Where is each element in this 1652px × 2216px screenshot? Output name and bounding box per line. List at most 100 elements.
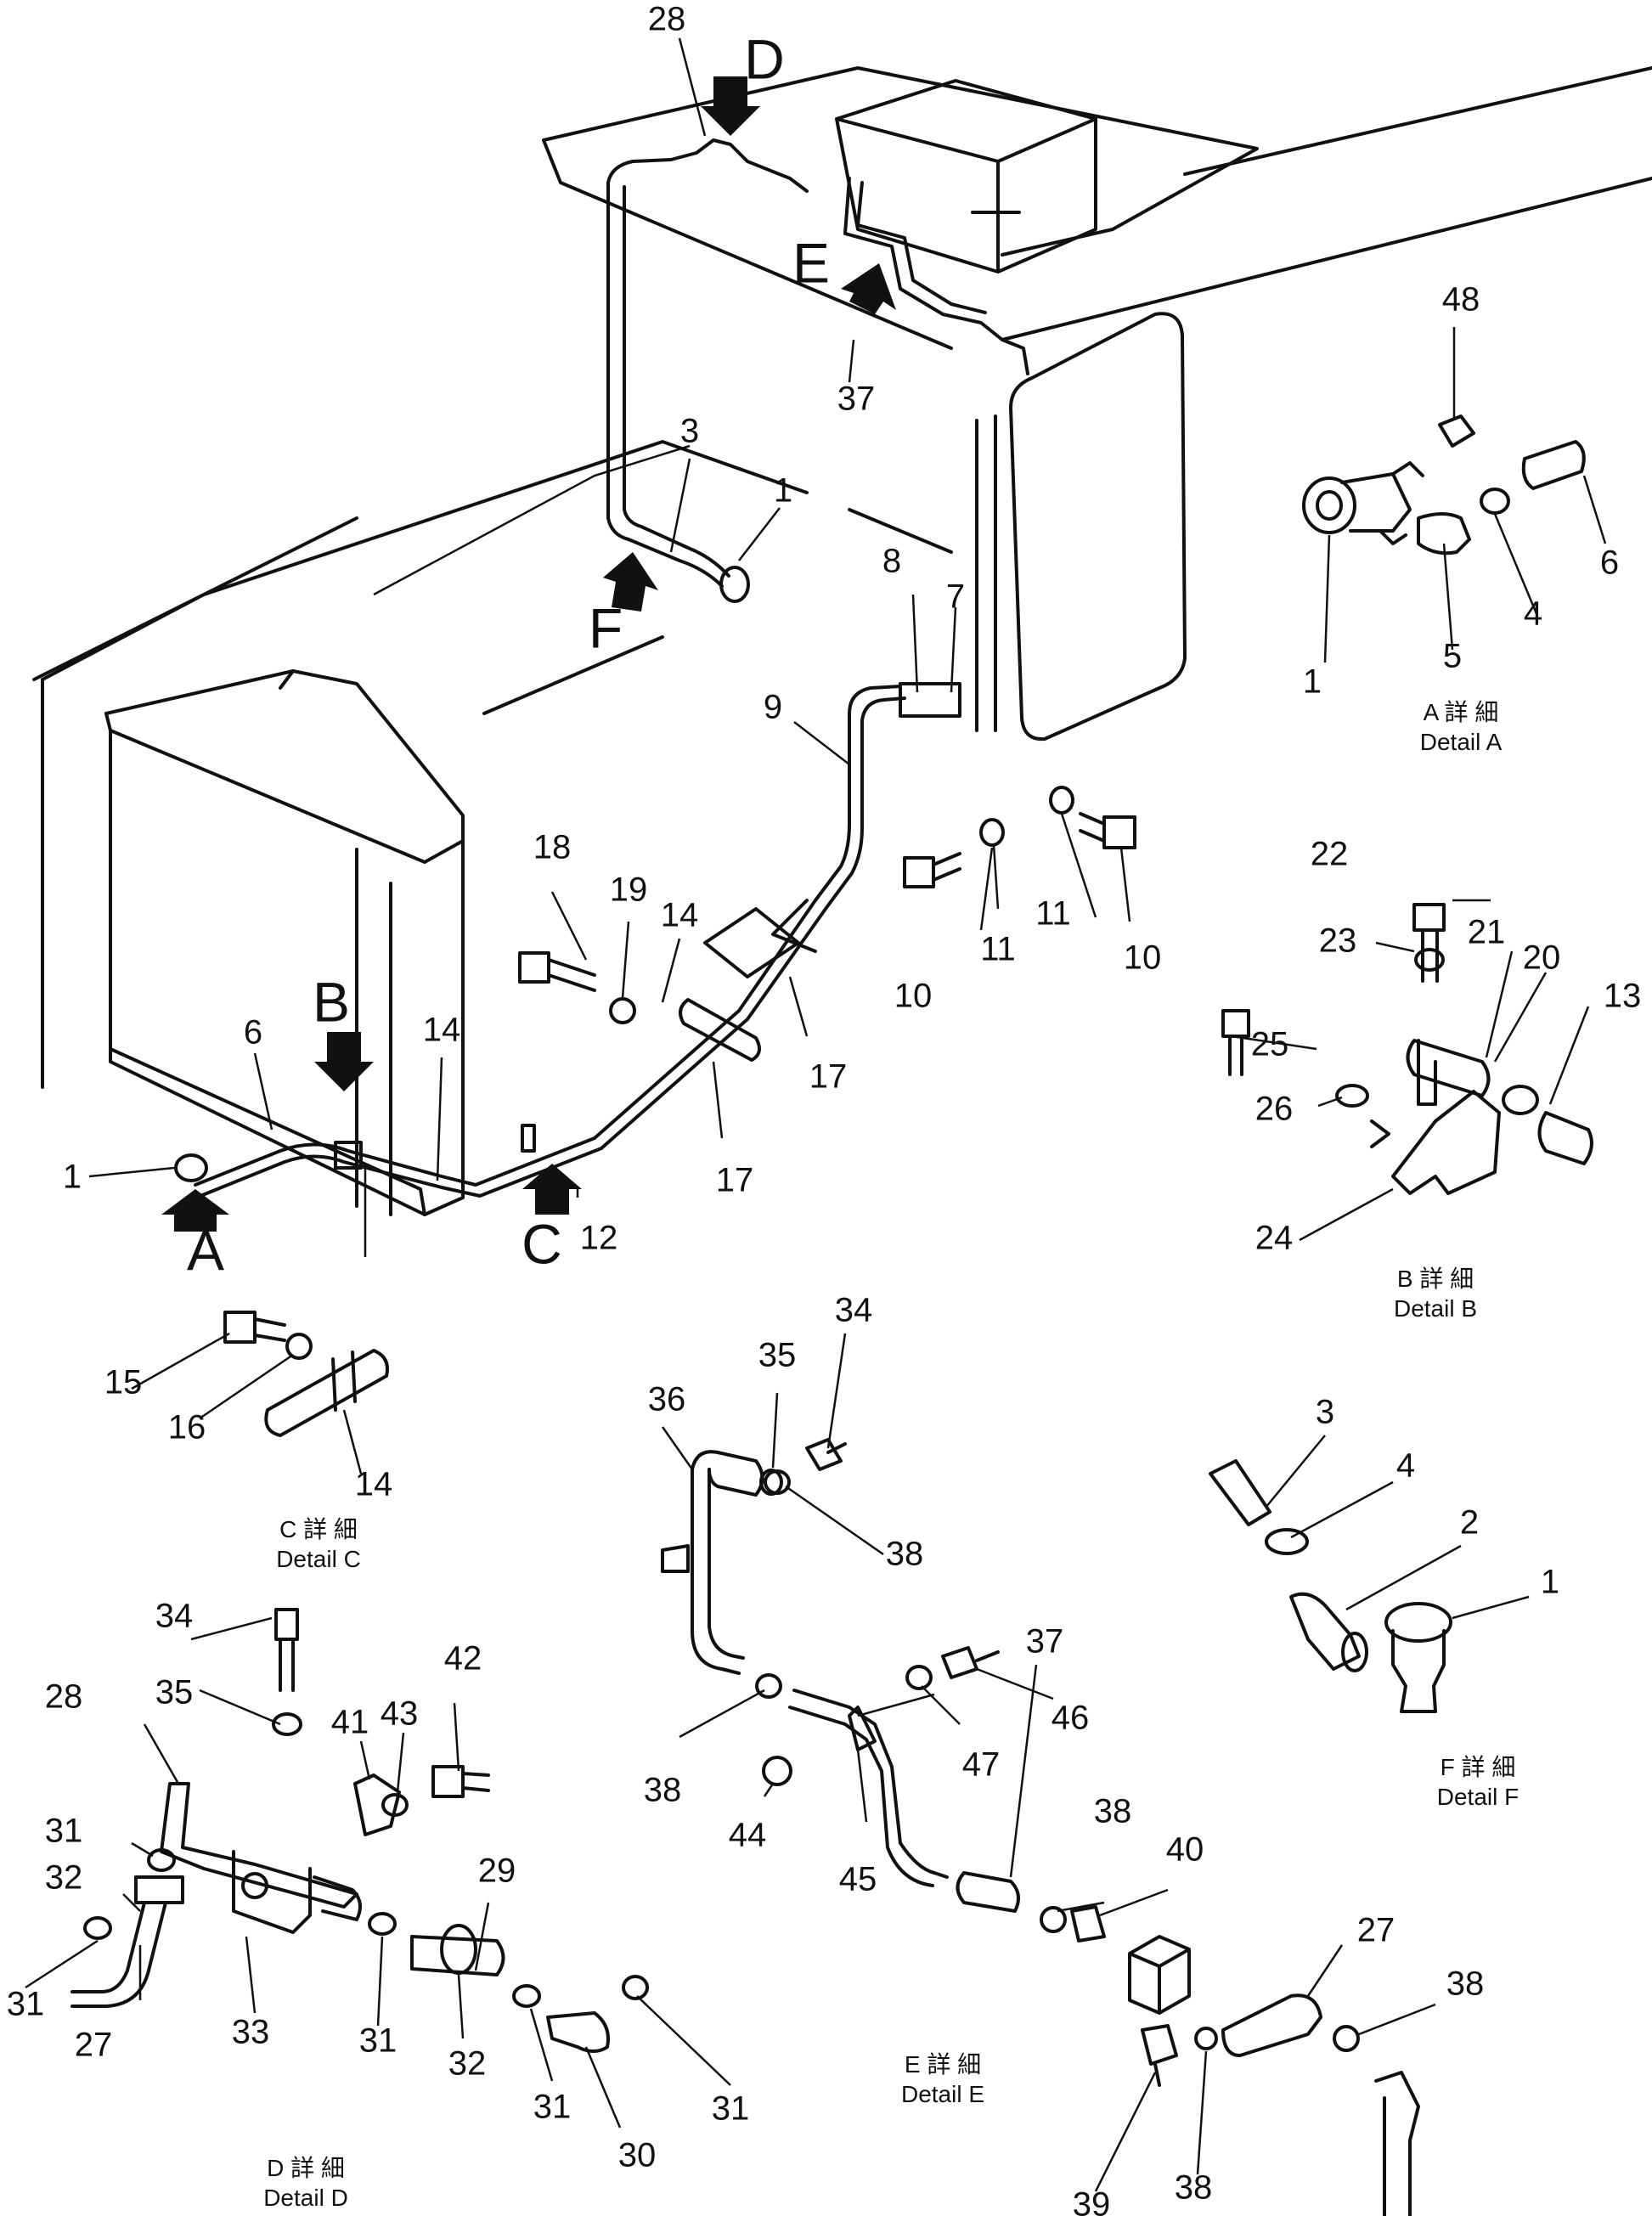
detail-c-caption-jp: C 詳 細 <box>279 1516 358 1542</box>
callout-38-e-d: 38 <box>1446 1965 1485 2003</box>
callout-41-d: 41 <box>331 1704 369 1741</box>
callout-30-d: 30 <box>618 2137 657 2174</box>
callout-2-f: 2 <box>1460 1504 1479 1542</box>
callout-6-main: 6 <box>244 1014 262 1052</box>
callout-12-main: 12 <box>580 1220 618 1257</box>
callout-21-b: 21 <box>1468 914 1506 951</box>
main-fitting-a <box>174 1153 208 1182</box>
detail-c-caption-en: Detail C <box>276 1546 361 1572</box>
detail-b-caption-en: Detail B <box>1394 1295 1477 1322</box>
callout-37-main: 37 <box>837 381 876 418</box>
detail-b-caption-jp: B 詳 細 <box>1397 1266 1474 1292</box>
detail-c-drawing <box>223 1311 389 1437</box>
callout-15-c: 15 <box>104 1364 143 1401</box>
detail-d-caption-en: Detail D <box>263 2185 348 2211</box>
detail-f-drawing <box>1209 1459 1452 1713</box>
callout-33-d: 33 <box>232 2014 270 2051</box>
callout-17-main-b: 17 <box>716 1162 754 1199</box>
callout-18-main: 18 <box>533 829 572 866</box>
pipe-upper-left-2 <box>623 444 730 578</box>
callout-labels: 28 3 1 37 8 7 9 11 11 10 10 18 19 14 14 … <box>7 1 1642 2216</box>
detail-d-caption-jp: D 詳 細 <box>267 2155 345 2181</box>
callout-28-main: 28 <box>648 1 686 38</box>
arrow-b <box>314 1032 374 1091</box>
radiator-core <box>104 669 465 1216</box>
machine-body-outline <box>32 440 953 1089</box>
callout-17-main-a: 17 <box>809 1058 848 1096</box>
callout-1-main-f: 1 <box>774 472 792 510</box>
callout-44-e: 44 <box>729 1817 767 1854</box>
detail-e-caption-en: Detail E <box>901 2081 984 2107</box>
callout-27-e: 27 <box>1357 1912 1395 1949</box>
main-assembly <box>32 66 1652 1232</box>
callout-38-e-b: 38 <box>644 1772 682 1809</box>
callout-39-e: 39 <box>1073 2186 1111 2216</box>
callout-14-main-b: 14 <box>423 1012 461 1049</box>
pipe-top-right-2 <box>856 181 987 314</box>
detail-f-caption-en: Detail F <box>1437 1784 1519 1810</box>
callout-38-e-a: 38 <box>886 1536 924 1573</box>
view-letter-e: E <box>792 231 830 294</box>
callout-31-d-b: 31 <box>7 1986 45 2023</box>
pipe-top <box>606 138 809 193</box>
callout-24-b: 24 <box>1255 1220 1294 1257</box>
callout-38-e-c: 38 <box>1094 1793 1132 1830</box>
callout-31-d-d: 31 <box>533 2089 572 2126</box>
callout-40-e: 40 <box>1166 1831 1204 1869</box>
callout-3-main: 3 <box>680 413 699 450</box>
callout-22-b: 22 <box>1311 836 1349 873</box>
callout-4-a: 4 <box>1524 595 1542 633</box>
callout-11-main-a: 11 <box>980 931 1016 968</box>
bolt-10-right <box>1079 812 1136 849</box>
upper-hood-outline <box>542 66 1652 350</box>
radiator-top-lip <box>109 729 465 864</box>
callout-14-main-a: 14 <box>661 897 699 934</box>
detail-a-drawing <box>1302 414 1586 555</box>
main-fitting-1 <box>719 566 750 603</box>
pipe-top-right <box>843 177 1029 375</box>
callout-8-main: 8 <box>882 543 901 580</box>
callout-29-d: 29 <box>478 1852 516 1890</box>
callout-34-d: 34 <box>155 1598 194 1635</box>
detail-b-drawing <box>1221 903 1593 1195</box>
callout-26-b: 26 <box>1255 1091 1294 1128</box>
callout-4-f: 4 <box>1396 1447 1415 1485</box>
callout-14-c: 14 <box>355 1466 393 1503</box>
callout-43-d: 43 <box>381 1695 419 1733</box>
callout-6-a: 6 <box>1600 544 1619 582</box>
callout-35-e: 35 <box>758 1337 797 1374</box>
pipe-upper-left <box>606 448 724 588</box>
callout-3-f: 3 <box>1316 1394 1334 1431</box>
detail-f-caption-jp: F 詳 細 <box>1441 1754 1516 1780</box>
callout-32-d-a: 32 <box>45 1859 83 1897</box>
callout-7-main: 7 <box>946 578 965 616</box>
callout-10-main-a: 10 <box>894 978 933 1015</box>
arrow-f <box>603 552 658 612</box>
callout-25-b: 25 <box>1251 1026 1289 1063</box>
bolt-10-left <box>903 852 961 888</box>
callout-11-main-b: 11 <box>1035 895 1071 933</box>
upper-shroud-side <box>606 181 626 452</box>
grip-17 <box>679 907 800 1062</box>
leader-lines <box>25 37 1607 2192</box>
callout-13-b: 13 <box>1604 978 1642 1015</box>
callout-1-a: 1 <box>1303 663 1322 701</box>
view-letters: A B C D E F <box>187 27 830 1282</box>
callout-37-e: 37 <box>1026 1623 1064 1661</box>
main-clamp-c <box>521 1124 536 1153</box>
callout-20-b: 20 <box>1523 939 1561 977</box>
reservoir-tank <box>835 79 1097 273</box>
callout-1-main-a: 1 <box>63 1159 82 1196</box>
pipe-main-2 <box>199 696 906 1198</box>
callout-16-c: 16 <box>168 1409 206 1446</box>
callout-48-a: 48 <box>1442 281 1480 319</box>
main-clamp-b <box>334 1141 363 1170</box>
callout-34-e: 34 <box>835 1292 873 1329</box>
callout-47-e: 47 <box>962 1746 1001 1784</box>
right-tank-panel <box>1009 312 1187 741</box>
callout-38-e-e: 38 <box>1175 2169 1213 2207</box>
callout-36-e: 36 <box>648 1381 686 1418</box>
bolt-18 <box>518 951 596 992</box>
callout-35-d: 35 <box>155 1674 194 1711</box>
callout-31-d-a: 31 <box>45 1813 83 1850</box>
